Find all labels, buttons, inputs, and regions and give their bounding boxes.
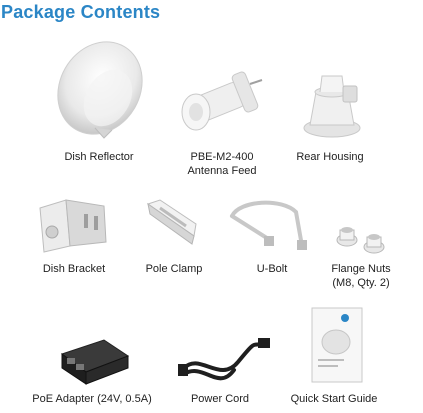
dish-reflector-caption: Dish Reflector: [64, 151, 134, 163]
rear-housing-caption: Rear Housing: [296, 151, 364, 163]
power-cord-caption: Power Cord: [190, 393, 250, 405]
pole-clamp-caption: Pole Clamp: [145, 263, 203, 275]
flange-nuts-caption: Flange Nuts (M8, Qty. 2): [331, 262, 390, 290]
flange-nuts-spec: (M8, Qty. 2): [332, 277, 390, 289]
dish-bracket-caption: Dish Bracket: [42, 263, 106, 275]
antenna-feed-caption: PBE-M2-400 Antenna Feed: [187, 150, 256, 178]
antenna-feed-label: Antenna Feed: [187, 165, 257, 177]
antenna-feed-model: PBE-M2-400: [190, 151, 254, 163]
quick-start-guide-caption: Quick Start Guide: [290, 393, 378, 405]
flange-nuts-label: Flange Nuts: [331, 263, 391, 275]
u-bolt-caption: U-Bolt: [256, 263, 288, 275]
page-title: Package Contents: [1, 2, 161, 22]
poe-adapter-caption: PoE Adapter (24V, 0.5A): [32, 393, 152, 405]
